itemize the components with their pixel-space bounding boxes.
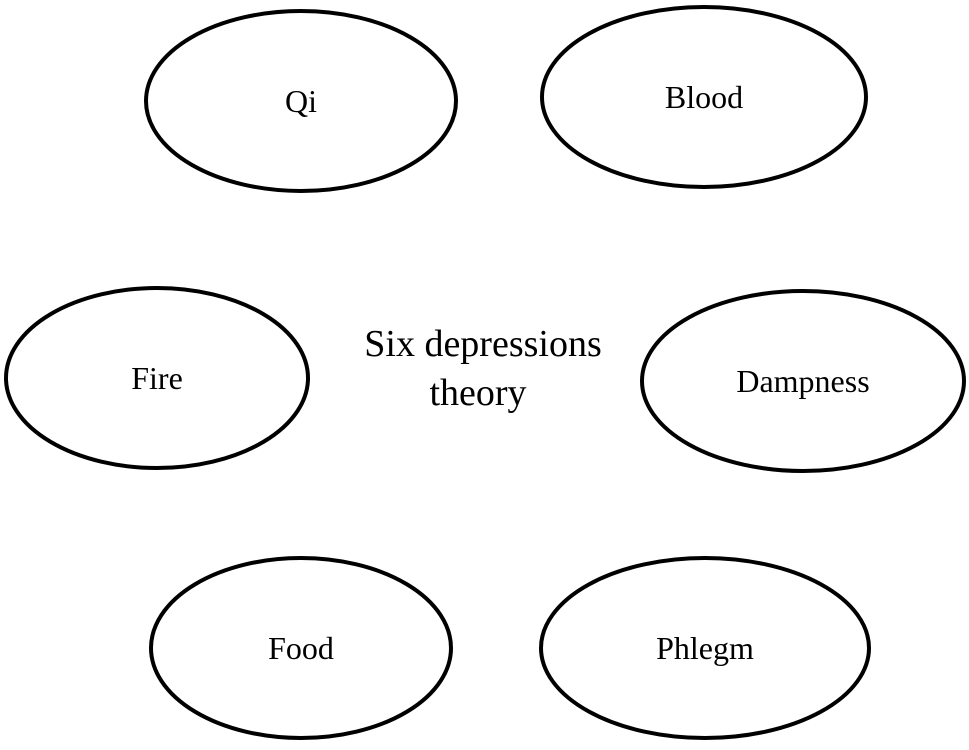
node-phlegm-ellipse (539, 556, 871, 740)
center-title-line2: theory (429, 372, 526, 414)
node-blood: Blood (540, 5, 868, 189)
node-qi-ellipse (144, 9, 458, 193)
node-phlegm: Phlegm (539, 556, 871, 740)
node-food: Food (149, 556, 453, 740)
node-blood-ellipse (540, 5, 868, 189)
node-fire-label: Fire (131, 360, 183, 396)
node-phlegm-label: Phlegm (656, 630, 754, 666)
node-dampness-label: Dampness (736, 363, 869, 399)
node-food-label: Food (268, 630, 334, 666)
node-qi-label: Qi (285, 83, 317, 119)
node-qi: Qi (144, 9, 458, 193)
center-title-line1: Six depressions (364, 323, 602, 365)
node-blood-label: Blood (665, 79, 743, 115)
center-title: Six depressions theory (364, 323, 602, 414)
node-fire: Fire (4, 286, 310, 470)
node-dampness-ellipse (640, 289, 966, 473)
node-fire-ellipse (4, 286, 310, 470)
node-food-ellipse (149, 556, 453, 740)
node-dampness: Dampness (640, 289, 966, 473)
